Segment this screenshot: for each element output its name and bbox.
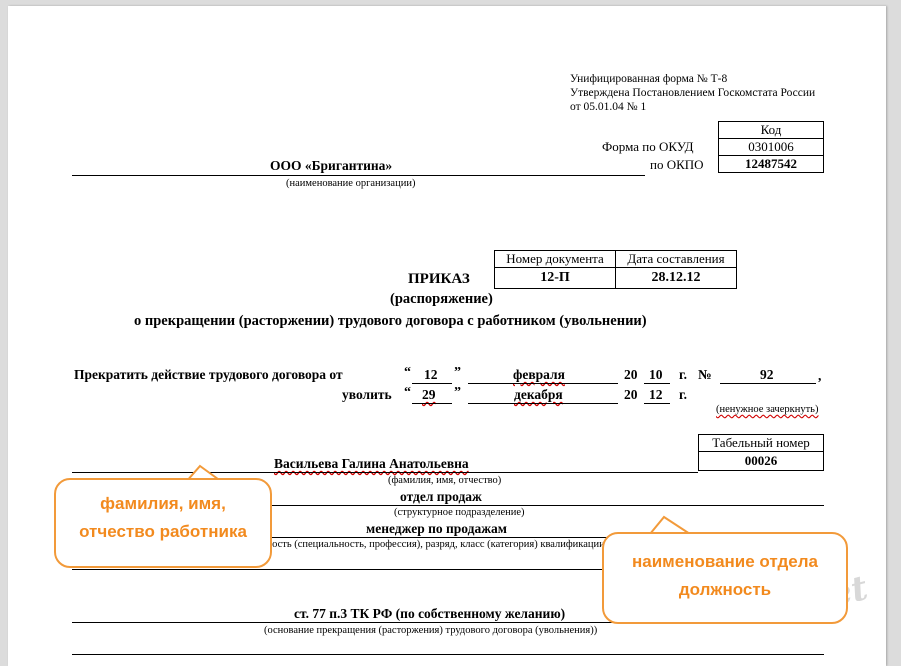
doc-date-header: Дата составления [615, 250, 737, 268]
day2-text: 29 [422, 387, 436, 402]
right-annotation: наименование отдела должность [602, 532, 848, 624]
day1: 12 [424, 367, 438, 382]
tabel-value: 00026 [698, 451, 824, 471]
year1-suffix: г. [679, 367, 687, 382]
doc-number: 12-П [494, 267, 616, 289]
basis-text: ст. 77 п.3 ТК РФ (по собственному желани… [294, 606, 566, 621]
quote-open-2: “ [404, 385, 411, 400]
order-subtitle: (распоряжение) [390, 291, 493, 307]
employee-name-text: Васильева Галина Анатольевна [274, 456, 469, 471]
month1: февраля [513, 367, 565, 383]
day1-line [412, 383, 452, 384]
month2: декабря [514, 387, 563, 403]
contract-comma: , [818, 368, 822, 383]
organization-name: ООО «Бригантина» [270, 158, 393, 173]
employee-name-line [72, 472, 698, 473]
year2-line [644, 403, 670, 404]
organization-line [72, 175, 645, 176]
doc-number-header: Номер документа [494, 250, 616, 268]
form-header: Унифицированная форма № Т-8 Утверждена П… [570, 72, 815, 114]
order-title: ПРИКАЗ [408, 271, 470, 287]
position-line [72, 537, 824, 538]
codes-table: Код 0301006 12487542 [718, 121, 824, 173]
termination-lead1-text: Прекратить действие трудового договора о… [74, 367, 343, 382]
day2-line [412, 403, 452, 404]
employee-name-caption: (фамилия, имя, отчество) [388, 475, 502, 486]
strike-note: (ненужное зачеркнуть) [716, 404, 818, 415]
doc-table: Номер документа Дата составления 12-П 28… [494, 250, 737, 289]
month2-line [468, 403, 618, 404]
organization-caption: (наименование организации) [286, 178, 416, 189]
department-caption: (структурное подразделение) [394, 507, 525, 518]
tabel-table: Табельный номер 00026 [698, 434, 824, 471]
termination-lead2: уволить [342, 387, 392, 402]
okud-value: 0301006 [718, 138, 824, 156]
month2-text: декабря [514, 387, 563, 402]
year1: 10 [649, 367, 663, 382]
right-annotation-line2: должность [678, 580, 772, 599]
contract-no-line [720, 383, 816, 384]
month1-line [468, 383, 618, 384]
form-header-line1: Унифицированная форма № Т-8 [570, 73, 728, 85]
right-annotation-line1: наименование отдела [632, 552, 818, 571]
okpo-value: 12487542 [718, 155, 824, 173]
year1-prefix: 20 [624, 367, 638, 382]
department: отдел продаж [400, 489, 482, 504]
month1-text: февраля [513, 367, 565, 382]
okpo-label: по ОКПО [650, 157, 704, 172]
left-annotation-line2: отчество работника [79, 522, 247, 541]
year2: 12 [649, 387, 663, 402]
left-annotation: фамилия, имя, отчество работника [54, 478, 272, 568]
year2-suffix: г. [679, 387, 687, 402]
quote-close-2: ” [454, 385, 461, 400]
basis-line [72, 622, 824, 623]
employee-name: Васильева Галина Анатольевна [274, 456, 469, 472]
department-line [72, 505, 824, 506]
contract-no: 92 [760, 367, 774, 382]
strike-note-text: (ненужное зачеркнуть) [716, 404, 819, 415]
bottom-line [72, 654, 824, 655]
doc-date: 28.12.12 [615, 267, 737, 289]
left-annotation-line1: фамилия, имя, [100, 494, 226, 513]
quote-close-1: ” [454, 365, 461, 380]
position: менеджер по продажам [366, 521, 507, 536]
okud-label: Форма по ОКУД [602, 139, 694, 154]
form-header-line2: Утверждена Постановлением Госкомстата Ро… [570, 87, 816, 99]
position-caption: (должность (специальность, профессия), р… [240, 539, 609, 550]
contract-no-label: № [698, 367, 712, 382]
order-subject: о прекращении (расторжении) трудового до… [134, 313, 647, 329]
quote-open-1: “ [404, 365, 411, 380]
day2: 29 [422, 387, 436, 403]
form-header-line3: от 05.01.04 № 1 [570, 101, 647, 113]
year1-line [644, 383, 670, 384]
extra-line [72, 569, 824, 570]
termination-lead1: Прекратить действие трудового договора о… [74, 367, 343, 383]
year2-prefix: 20 [624, 387, 638, 402]
basis-caption: (основание прекращения (расторжения) тру… [264, 625, 598, 636]
